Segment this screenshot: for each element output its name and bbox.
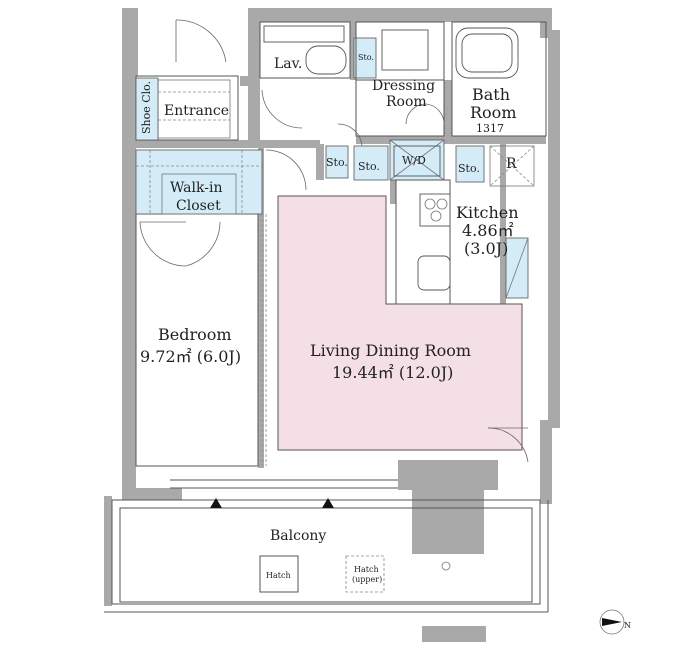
wet-areas	[259, 21, 547, 187]
shoe-closet-label: Shoe Clo.	[140, 81, 153, 134]
sto-hall-label: Sto.	[326, 156, 348, 169]
dressing-room-label-line2: Room	[386, 94, 427, 110]
hatch-boxes	[259, 555, 451, 593]
compass-north-label: N	[624, 621, 631, 630]
kitchen-label: Kitchen	[456, 203, 519, 222]
kitchen-counter	[395, 179, 529, 305]
entrance-label: Entrance	[164, 103, 229, 119]
balcony-label: Balcony	[270, 528, 326, 544]
hatch-upper-label-line2: (upper)	[352, 575, 382, 584]
sto-dressing-label: Sto.	[358, 160, 380, 173]
room-outlines	[104, 75, 549, 613]
bath-size-label: 1317	[476, 122, 504, 135]
living-dining-label: Living Dining Room	[310, 341, 471, 360]
hatch-label: Hatch	[266, 571, 291, 580]
living-dining-floor	[278, 196, 522, 450]
bath-room-label: Bath	[472, 85, 510, 104]
dressing-room-label: Dressing	[372, 78, 435, 94]
walk-in-closet-label: Walk-in	[170, 180, 222, 196]
washer-dryer-label: W/D	[402, 154, 426, 167]
bath-room-label-line2: Room	[470, 103, 516, 122]
bedroom-label: Bedroom	[158, 325, 232, 344]
doors	[139, 19, 529, 463]
labels: Lav. Sto. Dressing Room Bath Room 1317 S…	[140, 53, 631, 630]
sto-kitchen-label: Sto.	[458, 162, 480, 175]
refrigerator-label: R	[506, 156, 517, 172]
sliding-partition	[261, 214, 267, 466]
compass	[599, 609, 625, 635]
bedroom-area-label: 9.72㎡ (6.0J)	[140, 347, 241, 366]
walls	[104, 8, 560, 642]
window-arrows	[210, 498, 334, 508]
kitchen-area-label: 4.86㎡	[462, 221, 514, 240]
hatch-upper-label: Hatch	[354, 565, 379, 574]
kitchen-jo-label: (3.0J)	[464, 239, 508, 258]
walk-in-closet-label-line2: Closet	[176, 198, 221, 214]
living-dining-area-label: 19.44㎡ (12.0J)	[332, 363, 453, 382]
sto-lav-label: Sto.	[358, 53, 374, 62]
lav-label: Lav.	[274, 56, 302, 72]
